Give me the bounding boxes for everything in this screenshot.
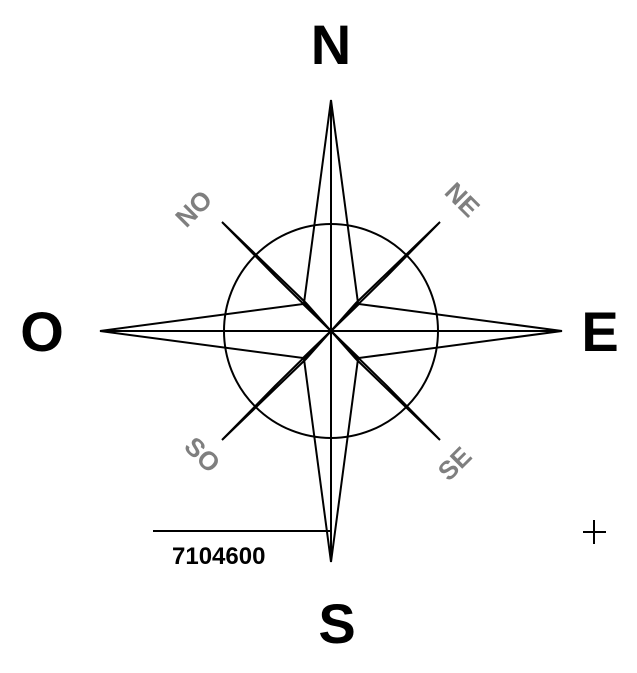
label-southwest: SO [178,431,226,479]
label-south: S [318,592,355,655]
label-northeast: NE [439,176,486,223]
label-southeast: SE [432,441,478,487]
label-west: O [20,300,64,363]
label-north: N [311,13,351,76]
northing-label: 7104600 [172,543,265,570]
label-northwest: NO [169,184,218,233]
label-east: E [581,300,618,363]
grid-cross-icon [583,520,606,544]
